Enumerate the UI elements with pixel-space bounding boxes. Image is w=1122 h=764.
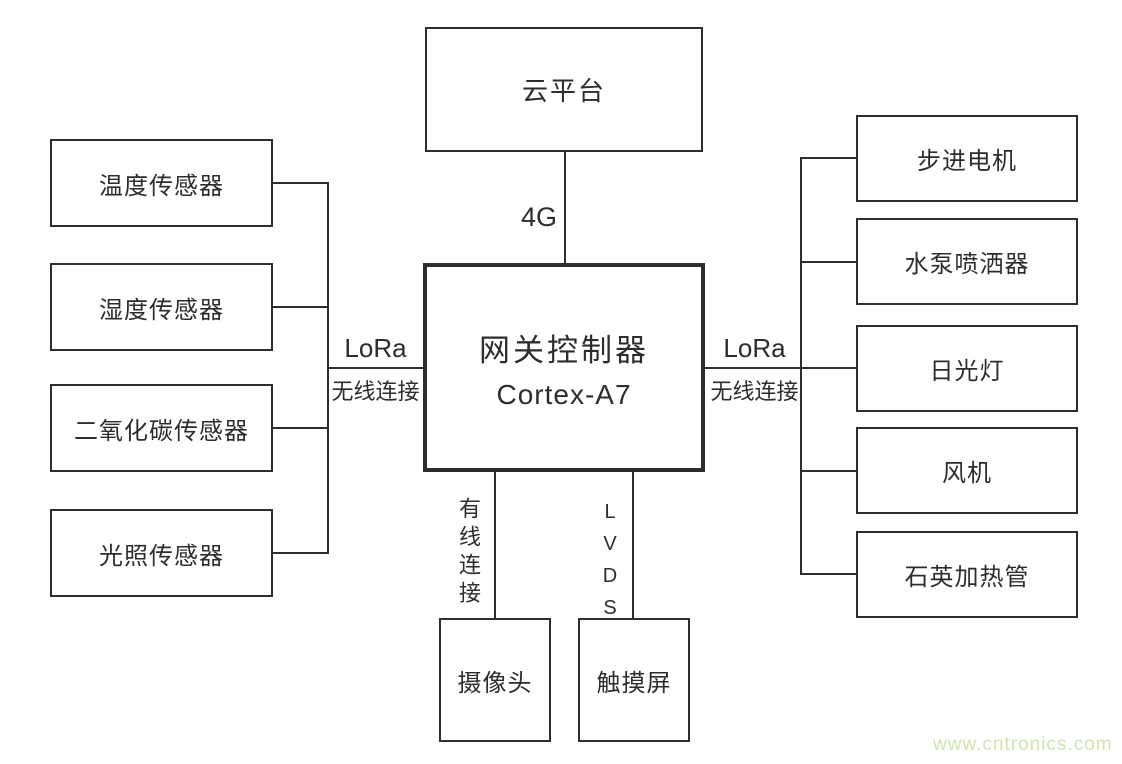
link-label-wired-connection: 有线连接 bbox=[456, 497, 481, 609]
temperature-sensor-node: 温度传感器 bbox=[50, 139, 273, 227]
edge-temperature-stub bbox=[273, 182, 327, 184]
edge-cloud-gateway bbox=[564, 152, 566, 263]
humidity-sensor-node: 湿度传感器 bbox=[50, 263, 273, 351]
link-label-lvds: LVDS bbox=[599, 501, 621, 629]
edge-gateway-camera bbox=[494, 472, 496, 618]
link-label-wireless-left: 无线连接 bbox=[331, 379, 420, 404]
gateway-cpu-label: Cortex-A7 bbox=[496, 378, 632, 410]
gateway-controller-title: 网关控制器 bbox=[479, 332, 649, 368]
touchscreen-label: 触摸屏 bbox=[596, 669, 672, 697]
co2-sensor-node: 二氧化碳传感器 bbox=[50, 384, 273, 472]
cloud-platform-label: 云平台 bbox=[521, 76, 606, 106]
edge-water-pump-stub bbox=[800, 261, 856, 263]
camera-label: 摄像头 bbox=[457, 669, 533, 697]
edge-gateway-touchscreen bbox=[632, 472, 634, 618]
gateway-controller-labels: 网关控制器 Cortex-A7 bbox=[479, 325, 649, 411]
stepper-motor-label: 步进电机 bbox=[917, 148, 1017, 175]
water-pump-sprayer-label: 水泵喷洒器 bbox=[904, 251, 1030, 278]
edge-left-bus-gateway bbox=[327, 367, 424, 369]
link-label-4g: 4G bbox=[520, 202, 557, 232]
touchscreen-node: 触摸屏 bbox=[578, 618, 690, 742]
temperature-sensor-label: 温度传感器 bbox=[99, 172, 224, 200]
edge-stepper-motor-stub bbox=[800, 157, 856, 159]
edge-gateway-right-bus bbox=[705, 367, 802, 369]
link-label-lora-right: LoRa bbox=[723, 333, 786, 363]
edge-fan-stub bbox=[800, 470, 856, 472]
light-sensor-node: 光照传感器 bbox=[50, 509, 273, 597]
edge-quartz-heater-stub bbox=[800, 573, 856, 575]
stepper-motor-node: 步进电机 bbox=[856, 115, 1078, 202]
co2-sensor-label: 二氧化碳传感器 bbox=[74, 417, 249, 445]
edge-right-bus bbox=[800, 157, 802, 575]
fluorescent-lamp-node: 日光灯 bbox=[856, 325, 1078, 412]
humidity-sensor-label: 湿度传感器 bbox=[99, 296, 224, 324]
link-label-lora-left: LoRa bbox=[344, 333, 407, 363]
site-watermark: www.cntronics.com bbox=[933, 734, 1113, 755]
quartz-heater-label: 石英加热管 bbox=[904, 564, 1030, 591]
water-pump-sprayer-node: 水泵喷洒器 bbox=[856, 218, 1078, 305]
link-label-wireless-right: 无线连接 bbox=[710, 379, 799, 404]
edge-fluorescent-lamp-stub bbox=[800, 367, 856, 369]
edge-light-stub bbox=[273, 552, 327, 554]
edge-co2-stub bbox=[273, 427, 327, 429]
fan-node: 风机 bbox=[856, 427, 1078, 514]
camera-node: 摄像头 bbox=[439, 618, 551, 742]
light-sensor-label: 光照传感器 bbox=[99, 542, 224, 570]
fluorescent-lamp-label: 日光灯 bbox=[929, 358, 1005, 385]
quartz-heater-node: 石英加热管 bbox=[856, 531, 1078, 618]
edge-humidity-stub bbox=[273, 306, 327, 308]
fan-label: 风机 bbox=[942, 460, 992, 487]
cloud-platform-node: 云平台 bbox=[425, 27, 703, 152]
gateway-controller-node: 网关控制器 Cortex-A7 bbox=[423, 263, 705, 472]
